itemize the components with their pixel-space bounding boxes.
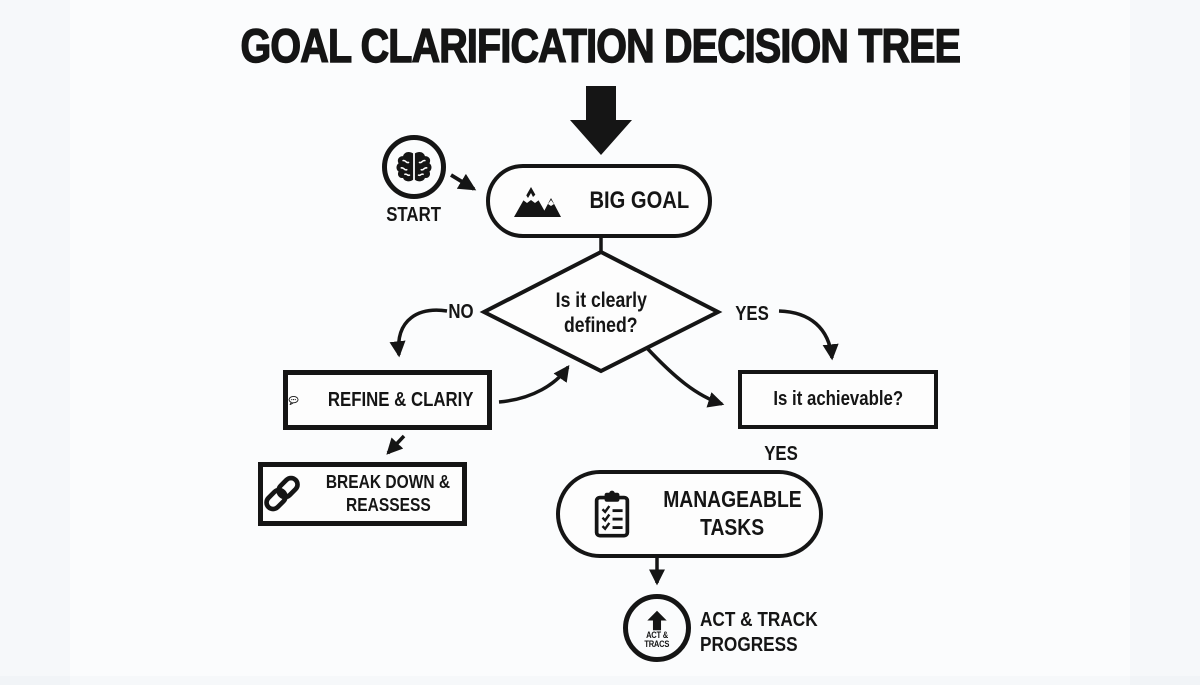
act-progress-label: ACT & TRACK PROGRESS [700, 608, 818, 656]
achievable-node: Is it achievable? [738, 370, 938, 429]
edge-yes-to-achievable [778, 309, 839, 361]
manageable-label: MANAGEABLE TASKS [663, 486, 802, 540]
manageable-node: MANAGEABLE TASKS [556, 470, 823, 558]
act-badge-line2: TRACS [644, 638, 670, 649]
refine-node: REFINE & CLARIY [283, 370, 492, 430]
up-arrow-icon [647, 610, 667, 630]
break-down-node: BREAK DOWN & REASSESS [258, 462, 467, 526]
big-down-arrow-icon [570, 86, 632, 155]
act-badge: ACT & TRACS [642, 608, 672, 649]
background-patch [0, 676, 1200, 685]
start-node [382, 135, 446, 199]
background-patch [0, 0, 70, 685]
edge-refine-to-decision [498, 365, 570, 404]
edge-label-yes-achievable: YES [764, 443, 798, 465]
edge-label-yes-defined: YES [735, 303, 769, 325]
refine-label: REFINE & CLARIY [327, 388, 474, 411]
edge-label-no: NO [448, 301, 474, 323]
speech-bubble-icon [288, 395, 299, 405]
decision-defined-label: Is it clearly defined? [555, 289, 647, 337]
mountain-icon [514, 187, 561, 217]
edge-start-to-biggoal [450, 173, 477, 191]
page-title: GOAL CLARIFICATION DECISION TREE [240, 18, 962, 72]
clipboard-checklist-icon [594, 490, 630, 538]
break-down-label: BREAK DOWN & REASSESS [325, 471, 451, 515]
act-node: ACT & TRACS [623, 594, 691, 662]
edge-refine-to-breakdown [386, 434, 406, 455]
chain-link-icon [264, 475, 300, 512]
brain-icon [396, 152, 432, 182]
big-goal-label: BIG GOAL [589, 187, 690, 214]
edge-decision-to-achievable [644, 345, 725, 408]
big-goal-node: BIG GOAL [486, 164, 712, 238]
act-badge-line1: ACT & [646, 629, 668, 640]
achievable-label: Is it achievable? [773, 388, 903, 410]
background-patch [1130, 0, 1200, 685]
start-label: START [386, 204, 442, 226]
